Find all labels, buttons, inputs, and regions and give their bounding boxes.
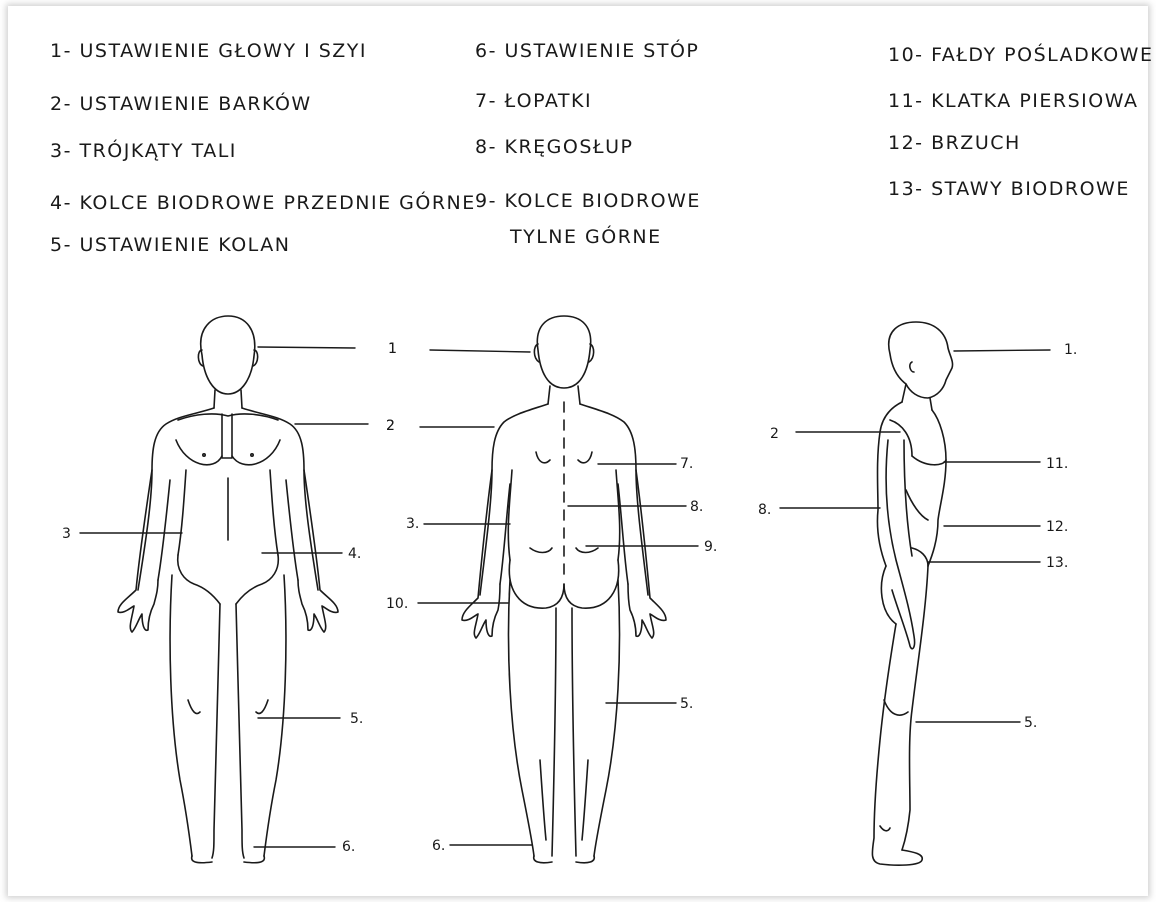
side-callout-12: 12. [1046,519,1068,535]
side-callout-11: 11. [1046,456,1068,472]
back-callout-10: 10. [386,596,408,612]
side-callout-8: 8. [758,502,771,518]
front-callout-6: 6. [342,839,355,855]
back-callout-9: 9. [704,539,717,555]
side-callout-5: 5. [1024,715,1037,731]
front-body-figure [80,316,368,863]
back-callout-8: 8. [690,499,703,515]
front-callout-5: 5. [350,711,363,727]
side-callout-13: 13. [1046,555,1068,571]
front-callout-3: 3 [62,526,71,542]
side-callout-1: 1. [1064,342,1077,358]
back-callout-5: 5. [680,696,693,712]
side-callout-2: 2 [770,426,779,442]
back-callout-1: 1 [388,341,397,357]
back-callout-6: 6. [432,838,445,854]
side-body-figure [780,322,1050,865]
back-body-figure [418,316,698,863]
front-callout-4: 4. [348,546,361,562]
back-callout-2: 2 [386,418,395,434]
back-callout-7: 7. [680,456,693,472]
back-callout-3: 3. [406,516,419,532]
